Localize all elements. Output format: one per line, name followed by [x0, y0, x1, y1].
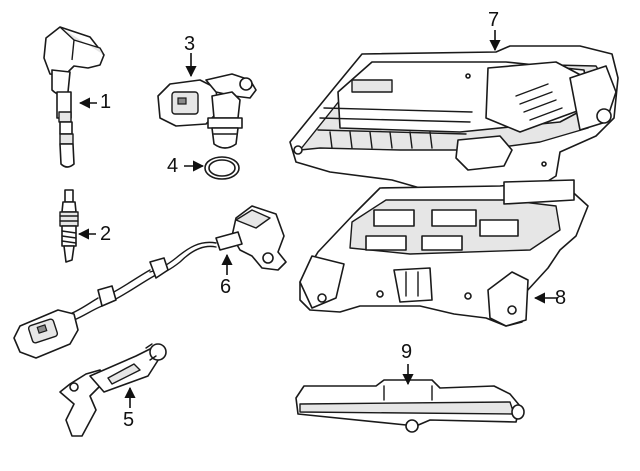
mounting-rail [295, 379, 525, 433]
callout-9: 9 [401, 341, 413, 363]
module-bracket [299, 179, 589, 327]
callout-8: 8 [555, 287, 567, 309]
camshaft-sensor [157, 73, 257, 149]
callout-4: 4 [167, 155, 179, 177]
spark-plug [59, 189, 79, 263]
callout-5: 5 [123, 409, 135, 431]
ignition-coil [43, 26, 105, 168]
crankshaft-sensor [59, 343, 167, 437]
callout-3: 3 [184, 33, 196, 55]
callout-1: 1 [100, 91, 112, 113]
callout-2: 2 [100, 223, 112, 245]
callout-7: 7 [488, 9, 500, 31]
engine-control-module [289, 45, 619, 191]
callout-6: 6 [220, 276, 232, 298]
speed-sensor-harness [13, 205, 287, 359]
o-ring [204, 156, 240, 180]
